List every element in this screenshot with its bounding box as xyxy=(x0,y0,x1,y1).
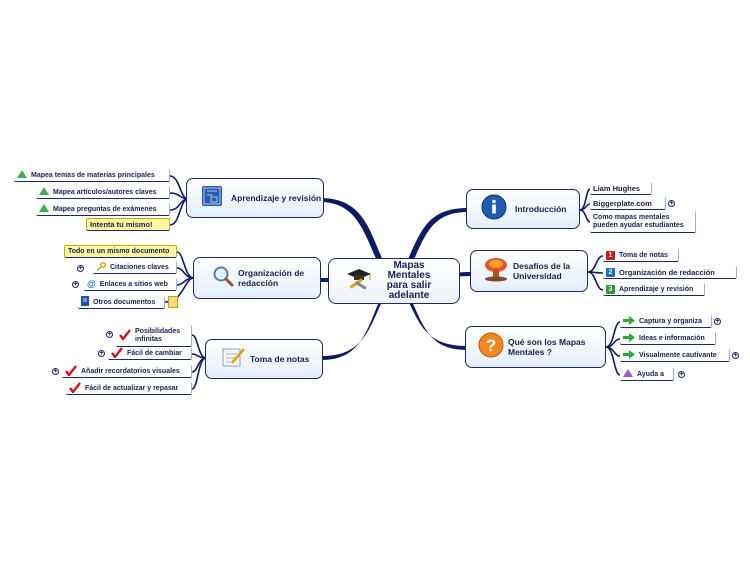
list-item[interactable]: Liam Hughes xyxy=(590,182,652,195)
magnifier-icon xyxy=(212,265,234,292)
list-item[interactable]: Mapea preguntas de exámenes xyxy=(36,203,170,216)
list-item[interactable]: Visualmente cautivante xyxy=(620,349,730,362)
expand-icon[interactable]: + xyxy=(714,318,721,325)
expand-icon[interactable]: + xyxy=(732,352,739,359)
list-item[interactable]: Ideas e información xyxy=(620,332,716,345)
branch-label: Desafíos de la Universidad xyxy=(513,261,571,281)
central-topic[interactable]: Mapas Mentales para salir adelante xyxy=(328,258,460,304)
purple-triangle-icon xyxy=(623,369,633,379)
notepad-icon xyxy=(222,346,246,373)
at-sign-icon: @ xyxy=(87,279,96,289)
list-item[interactable]: Mapea temas de materias principales xyxy=(14,169,170,182)
key-icon xyxy=(96,261,106,273)
triangle-icon xyxy=(39,187,49,197)
list-item[interactable]: Biggerplate.com xyxy=(590,197,666,210)
checkmark-icon xyxy=(119,328,131,343)
info-icon xyxy=(481,194,507,225)
branch-label: Qué son los Mapas Mentales ? xyxy=(508,337,586,357)
list-item[interactable]: Fácil de actualizar y repasar xyxy=(66,381,192,395)
expand-icon[interactable]: + xyxy=(77,265,84,272)
expand-icon[interactable]: + xyxy=(106,331,113,338)
list-item[interactable]: Fácil de cambiar xyxy=(108,346,192,360)
list-item-highlight[interactable]: Intenta tu mismo! xyxy=(86,218,170,231)
list-item[interactable]: Captura y organiza xyxy=(620,315,712,328)
checkmark-icon xyxy=(69,381,81,395)
branch-desafios[interactable]: Desafíos de la Universidad xyxy=(470,250,588,292)
document-icon xyxy=(81,296,89,308)
central-topic-label: Mapas Mentales para salir adelante xyxy=(386,260,432,301)
list-item[interactable]: Añadir recordatorios visuales xyxy=(62,364,192,378)
branch-label: Aprendizaje y revisión xyxy=(231,193,322,203)
list-item[interactable]: Otros documentos xyxy=(78,296,165,309)
branch-organizacion[interactable]: Organización de redacción xyxy=(193,257,321,299)
svg-text:?: ? xyxy=(486,336,496,355)
branch-label: Introducción xyxy=(515,204,567,214)
checkmark-icon xyxy=(111,346,123,360)
green-arrow-icon xyxy=(623,315,635,327)
branch-aprendizaje[interactable]: Aprendizaje y revisión xyxy=(186,178,324,218)
branch-que-son[interactable]: ? Qué son los Mapas Mentales ? xyxy=(465,326,606,368)
green-arrow-icon xyxy=(623,349,635,361)
list-item[interactable]: Mapea artículos/autores claves xyxy=(36,186,170,199)
branch-label: Organización de redacción xyxy=(238,268,305,288)
priority-2-icon: 2 xyxy=(606,267,615,277)
list-item[interactable]: Como mapas mentales pueden ayudar estudi… xyxy=(590,211,696,233)
attachment-icon[interactable] xyxy=(168,296,178,308)
expand-icon[interactable]: + xyxy=(668,200,675,207)
expand-icon[interactable]: + xyxy=(98,350,105,357)
explosion-icon xyxy=(483,256,509,287)
list-item[interactable]: 3 Aprendizaje y revisión xyxy=(603,283,705,296)
checkmark-icon xyxy=(65,364,77,378)
triangle-icon xyxy=(17,170,27,180)
list-item[interactable]: Citaciones claves xyxy=(93,261,177,274)
green-arrow-icon xyxy=(623,332,635,344)
branch-label: Toma de notas xyxy=(250,354,310,364)
priority-3-icon: 3 xyxy=(606,284,615,294)
list-item[interactable]: Posibilidades infinitas xyxy=(116,325,192,347)
question-icon: ? xyxy=(478,332,504,363)
expand-icon[interactable]: + xyxy=(678,371,685,378)
list-item[interactable]: Ayuda a xyxy=(620,368,674,381)
list-item-highlight[interactable]: Todo en un mismo documento xyxy=(64,245,177,258)
expand-icon[interactable]: + xyxy=(72,281,79,288)
branch-introduccion[interactable]: Introducción xyxy=(466,189,580,229)
graduation-tools-icon xyxy=(346,266,372,297)
list-item[interactable]: @ Enlaces a sitios web xyxy=(84,278,177,291)
priority-1-icon: 1 xyxy=(606,250,615,260)
triangle-icon xyxy=(39,204,49,214)
list-item[interactable]: 2 Organización de redacción xyxy=(603,266,737,279)
branch-toma[interactable]: Toma de notas xyxy=(205,339,323,379)
blueprint-icon xyxy=(201,185,223,212)
expand-icon[interactable]: + xyxy=(52,368,59,375)
list-item[interactable]: 1 Toma de notas xyxy=(603,249,679,262)
